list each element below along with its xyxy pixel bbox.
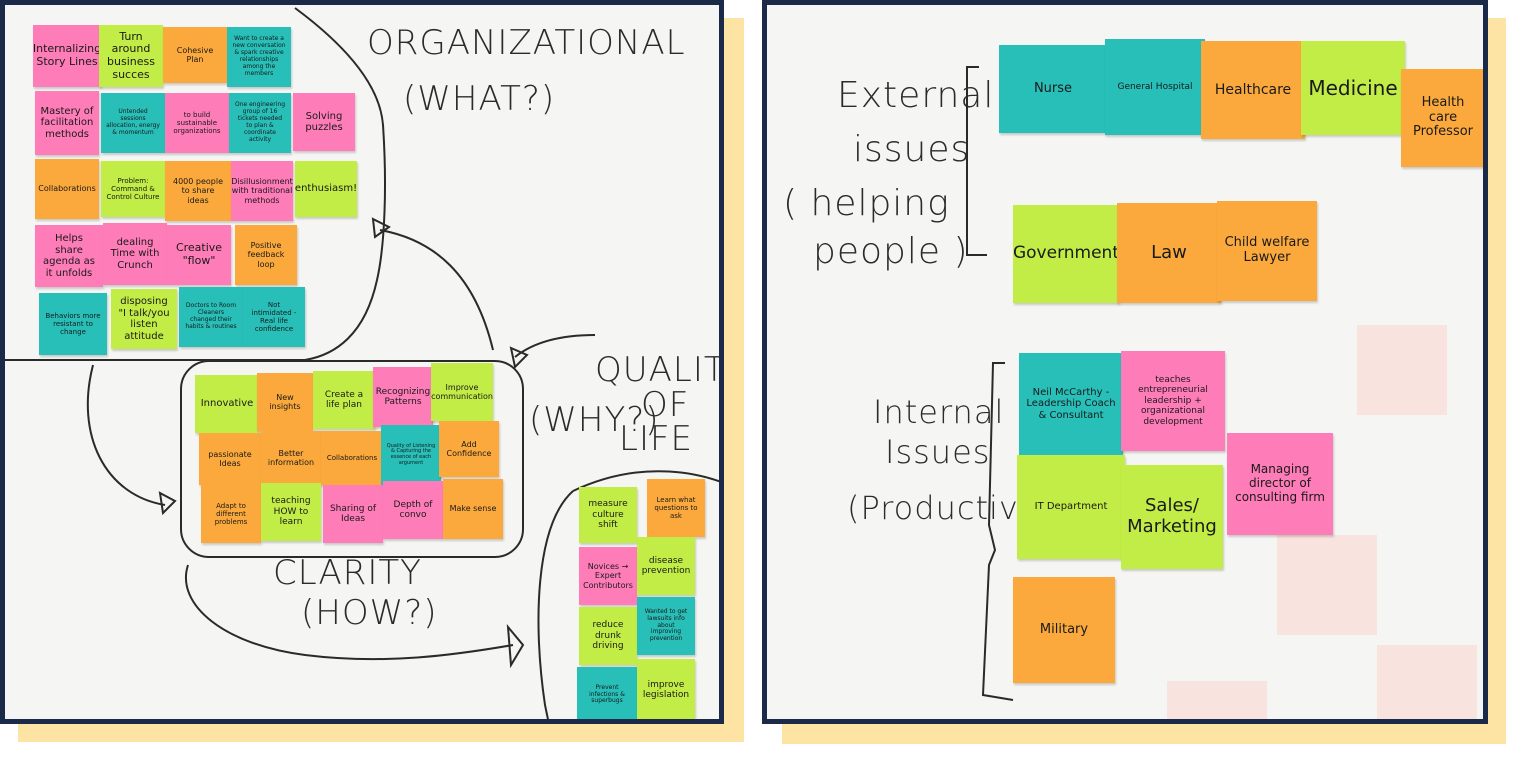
sticky-note: Create a life plan xyxy=(313,371,375,429)
heading-life: LIFE xyxy=(619,419,694,459)
sticky-note: Neil McCarthy - Leadership Coach & Consu… xyxy=(1019,353,1123,455)
right-whiteboard: External issues ( helping people ) Inter… xyxy=(762,0,1488,724)
heading-how: (HOW?) xyxy=(301,593,438,633)
sticky-note: Turn around business succes xyxy=(99,25,163,87)
sticky-note: Medicine xyxy=(1301,41,1405,135)
sticky-note: General Hospital xyxy=(1105,39,1205,135)
sticky-note: Law xyxy=(1117,203,1221,303)
faint-note xyxy=(1357,325,1447,415)
sticky-note: Prevent infections & superbugs xyxy=(577,667,637,719)
sticky-note: Military xyxy=(1013,577,1115,683)
sticky-note: Managing director of consulting firm xyxy=(1227,433,1333,535)
sticky-note: Sales/ Marketing xyxy=(1121,465,1223,569)
sticky-note: Untended sessions allocation, energy & m… xyxy=(101,93,165,153)
sticky-note: Not intimidated - Real life confidence xyxy=(243,287,305,347)
sticky-note: Solving puzzles xyxy=(293,93,355,151)
sticky-note: Health care Professor xyxy=(1401,69,1483,167)
heading-organizational: ORGANIZATIONAL xyxy=(367,23,686,63)
faint-note xyxy=(1377,645,1477,719)
sticky-note: Wanted to get lawsuits info about improv… xyxy=(637,597,695,655)
sticky-note: Add Confidence xyxy=(439,421,499,477)
sticky-note: Adapt to different problems xyxy=(201,485,261,543)
sticky-note: enthusiasm! xyxy=(295,161,357,217)
sticky-note: teaching HOW to learn xyxy=(261,483,321,541)
sticky-note: passionate Ideas xyxy=(199,433,261,485)
sticky-note: Better information xyxy=(261,431,321,485)
faint-note xyxy=(1167,681,1267,719)
sticky-note: to build sustainable organizations xyxy=(165,93,229,153)
sticky-note: Collaborations xyxy=(321,431,383,485)
sticky-note: improve legislation xyxy=(637,659,695,719)
heading-issues-internal: Issues xyxy=(885,433,991,471)
sticky-note: measure culture shift xyxy=(579,487,637,543)
sticky-note: Child welfare Lawyer xyxy=(1217,201,1317,301)
sticky-note: Sharing of Ideas xyxy=(323,485,383,543)
heading-people: people ) xyxy=(813,231,969,272)
sticky-note: One engineering group of 16 tickets need… xyxy=(229,93,291,153)
sticky-note: disposing "I talk/you listen attitude xyxy=(111,289,177,349)
heading-internal: Internal xyxy=(873,393,1005,431)
sticky-note: New insights xyxy=(257,373,313,431)
sticky-note: Healthcare xyxy=(1201,41,1305,139)
sticky-note: teaches entrepreneurial leadership + org… xyxy=(1121,351,1225,451)
sticky-note: Doctors to Room Cleaners changed their h… xyxy=(179,287,243,347)
sticky-note: reduce drunk driving xyxy=(579,607,637,665)
left-whiteboard: ORGANIZATIONAL (WHAT?) QUALITY OF LIFE (… xyxy=(0,0,724,724)
sticky-note: Government xyxy=(1013,205,1119,303)
sticky-note: Innovative xyxy=(195,375,259,433)
sticky-note: Positive feedback loop xyxy=(235,225,297,285)
sticky-note: Improve communication xyxy=(431,363,493,421)
sticky-note: Quality of Listening & Capturing the ess… xyxy=(381,425,441,485)
heading-of: OF xyxy=(641,385,690,425)
sticky-note: Cohesive Plan xyxy=(163,27,227,83)
sticky-note: Novices → Expert Contributors xyxy=(579,547,637,605)
heading-external: External xyxy=(837,75,995,116)
sticky-note: Depth of convo xyxy=(383,481,443,539)
sticky-note: Learn what questions to ask xyxy=(647,479,705,537)
heading-what: (WHAT?) xyxy=(403,79,556,119)
heading-helping: ( helping xyxy=(783,183,950,224)
faint-note xyxy=(1277,535,1377,635)
sticky-note: Make sense xyxy=(443,479,503,539)
sticky-note: Internalizing Story Lines xyxy=(33,25,101,87)
sticky-note: Recognizing Patterns xyxy=(373,367,433,427)
heading-why: (WHY?) xyxy=(529,400,660,440)
sticky-note: Helps share agenda as it unfolds xyxy=(35,225,103,287)
sticky-note: Creative "flow" xyxy=(167,225,231,285)
right-board-brackets xyxy=(966,66,1014,701)
heading-clarity: CLARITY xyxy=(273,553,422,593)
sticky-note: Problem: Command & Control Culture xyxy=(101,161,165,217)
left-board-drawings xyxy=(5,7,719,719)
sticky-note: Collaborations xyxy=(35,159,99,219)
sticky-note: Want to create a new conversation & spar… xyxy=(227,27,291,87)
sticky-note: Nurse xyxy=(999,45,1107,133)
sticky-note: 4000 people to share ideas xyxy=(165,161,231,221)
sticky-note: Mastery of facilitation methods xyxy=(35,91,99,155)
sticky-note: disease prevention xyxy=(637,537,695,595)
sticky-note: IT Department xyxy=(1017,455,1125,559)
sticky-note: Behaviors more resistant to change xyxy=(39,293,107,355)
heading-quality: QUALITY xyxy=(595,350,724,390)
heading-issues-external: issues xyxy=(853,129,971,170)
sticky-note: Disillusionment with traditional methods xyxy=(231,161,293,221)
sticky-note: dealing Time with Crunch xyxy=(103,223,167,285)
